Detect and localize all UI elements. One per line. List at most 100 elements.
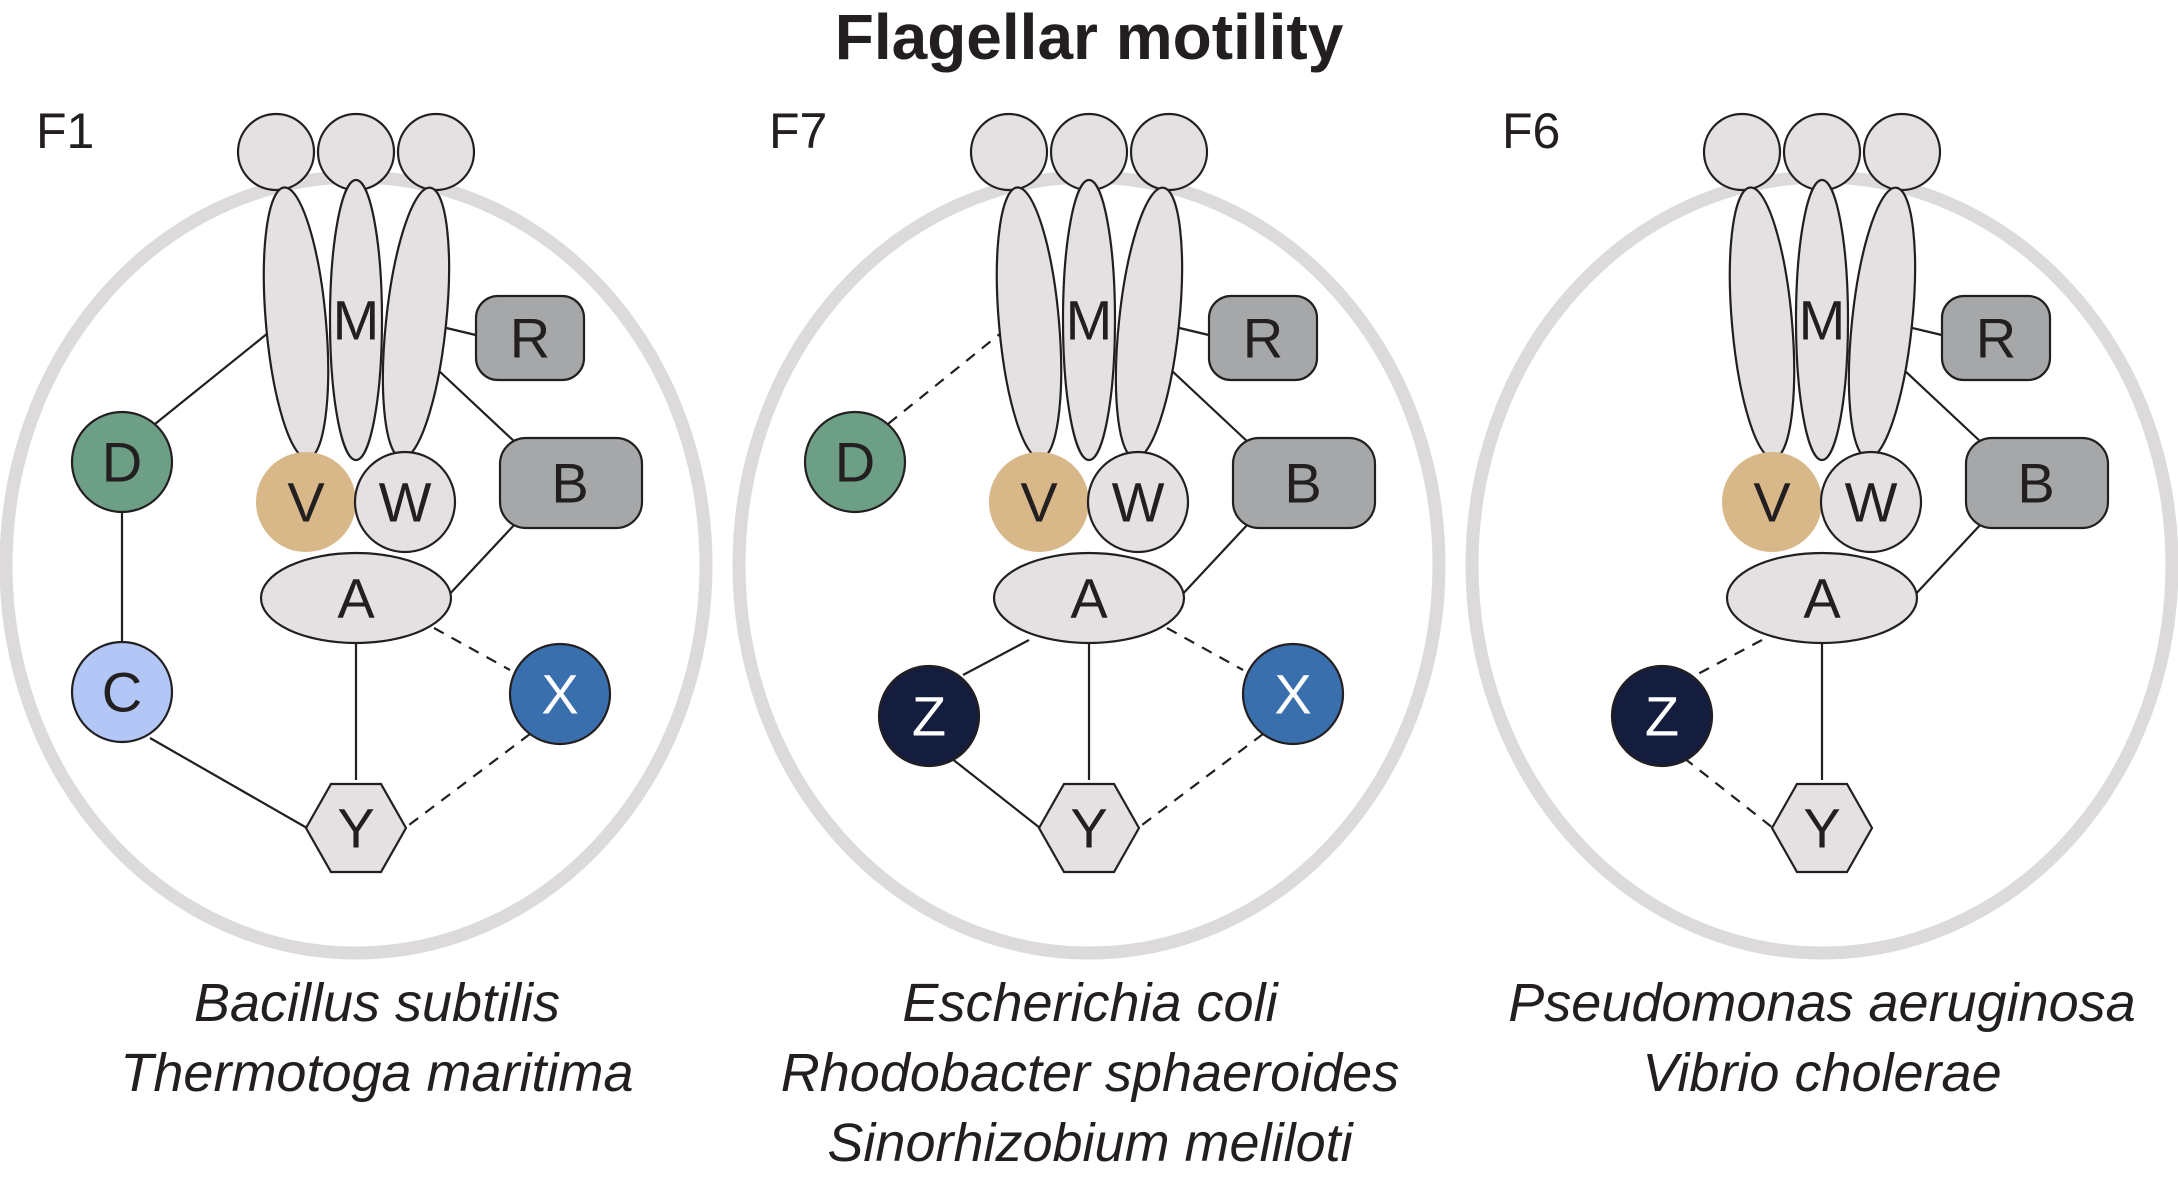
receptor-head — [236, 112, 316, 192]
node-a — [1725, 551, 1919, 645]
node-v-label: V — [287, 471, 325, 534]
node-v — [1722, 452, 1822, 552]
node-a-label: A — [1070, 567, 1108, 630]
node-v-label: V — [1020, 471, 1058, 534]
node-a — [259, 551, 453, 645]
receptor-body — [1061, 178, 1117, 462]
node-m-label: M — [1799, 289, 1846, 352]
node-m-label: M — [1066, 289, 1113, 352]
species-name: Bacillus subtilis — [193, 973, 561, 1033]
edge-a-x — [1166, 627, 1244, 671]
node-d-label: D — [835, 431, 875, 494]
node-r-label: R — [1976, 307, 2016, 370]
node-d — [70, 410, 174, 514]
node-x — [508, 642, 612, 746]
node-x — [1241, 642, 1345, 746]
receptor-body — [328, 178, 384, 462]
node-b-label: B — [1284, 452, 1321, 515]
receptor-head — [396, 112, 476, 192]
node-a-label: A — [337, 567, 375, 630]
node-b-label: B — [551, 452, 588, 515]
node-c — [70, 640, 174, 744]
edge-m-d — [149, 328, 274, 429]
node-z-label: Z — [1645, 685, 1679, 748]
node-w — [1819, 450, 1923, 554]
node-z — [1610, 664, 1714, 768]
edge-a-b — [1178, 522, 1250, 599]
receptor-head — [1049, 112, 1129, 192]
edge-m-b — [1170, 369, 1250, 444]
node-w-label: W — [1112, 471, 1165, 534]
species-list-f6: Pseudomonas aeruginosa Vibrio cholerae — [1442, 968, 2178, 1108]
edge-a-z — [962, 639, 1030, 676]
node-x-label: X — [541, 663, 578, 726]
edge-c-y — [149, 737, 308, 829]
node-w — [1086, 450, 1190, 554]
page-title: Flagellar motility — [834, 1, 1344, 73]
node-v — [256, 452, 356, 552]
receptor-body — [1794, 178, 1850, 462]
species-name: Thermotoga maritima — [120, 1043, 634, 1103]
edge-m-b — [437, 369, 517, 444]
node-y — [1037, 782, 1141, 874]
node-r — [474, 294, 586, 382]
edge-z-y — [950, 757, 1041, 829]
node-b — [498, 436, 644, 530]
species-name: Rhodobacter sphaeroides — [780, 1043, 1400, 1103]
receptor-head — [316, 112, 396, 192]
node-b — [1964, 436, 2110, 530]
node-y — [304, 782, 408, 874]
node-b — [1231, 436, 1377, 530]
node-w — [353, 450, 457, 554]
edge-m-b — [1903, 369, 1983, 444]
receptor-head — [1702, 112, 1782, 192]
node-w-label: W — [1845, 471, 1898, 534]
edge-a-b — [1911, 522, 1983, 599]
node-v — [989, 452, 1089, 552]
node-r — [1207, 294, 1319, 382]
edge-z-y — [1683, 757, 1774, 829]
edge-a-b — [445, 522, 517, 599]
species-name: Escherichia coli — [902, 973, 1278, 1033]
node-y-label: Y — [1803, 797, 1840, 860]
panel-label: F6 — [1502, 103, 1560, 159]
receptor-body — [1114, 186, 1184, 460]
node-b-label: B — [2017, 452, 2054, 515]
node-z — [877, 664, 981, 768]
edge-a-x — [433, 627, 511, 671]
node-v-label: V — [1753, 471, 1791, 534]
node-z-label: Z — [912, 685, 946, 748]
edge-a-z — [1695, 639, 1763, 676]
species-list-f7: Escherichia coli Rhodobacter sphaeroides… — [710, 968, 1470, 1178]
node-m-label: M — [333, 289, 380, 352]
species-name: Pseudomonas aeruginosa — [1508, 973, 2136, 1033]
receptor-body — [381, 186, 451, 460]
receptor-head — [1862, 112, 1942, 192]
node-r — [1940, 294, 2052, 382]
edge-x-y — [404, 733, 531, 829]
receptor-body — [262, 186, 330, 460]
species-name: Vibrio cholerae — [1642, 1043, 2002, 1103]
node-x-label: X — [1274, 663, 1311, 726]
node-a — [992, 551, 1186, 645]
node-y-label: Y — [337, 797, 374, 860]
receptor-head — [1782, 112, 1862, 192]
edge-m-d — [882, 328, 1007, 429]
edge-x-y — [1137, 733, 1264, 829]
receptor-body — [1728, 186, 1796, 460]
node-y-label: Y — [1070, 797, 1107, 860]
species-list-f1: Bacillus subtilis Thermotoga maritima — [0, 968, 757, 1108]
node-a-label: A — [1803, 567, 1841, 630]
receptor-body — [995, 186, 1063, 460]
node-r-label: R — [510, 307, 550, 370]
node-r-label: R — [1243, 307, 1283, 370]
node-y — [1770, 782, 1874, 874]
panel-label: F7 — [769, 103, 827, 159]
receptor-head — [969, 112, 1049, 192]
species-name: Sinorhizobium meliloti — [827, 1113, 1353, 1173]
node-d-label: D — [102, 431, 142, 494]
node-w-label: W — [379, 471, 432, 534]
